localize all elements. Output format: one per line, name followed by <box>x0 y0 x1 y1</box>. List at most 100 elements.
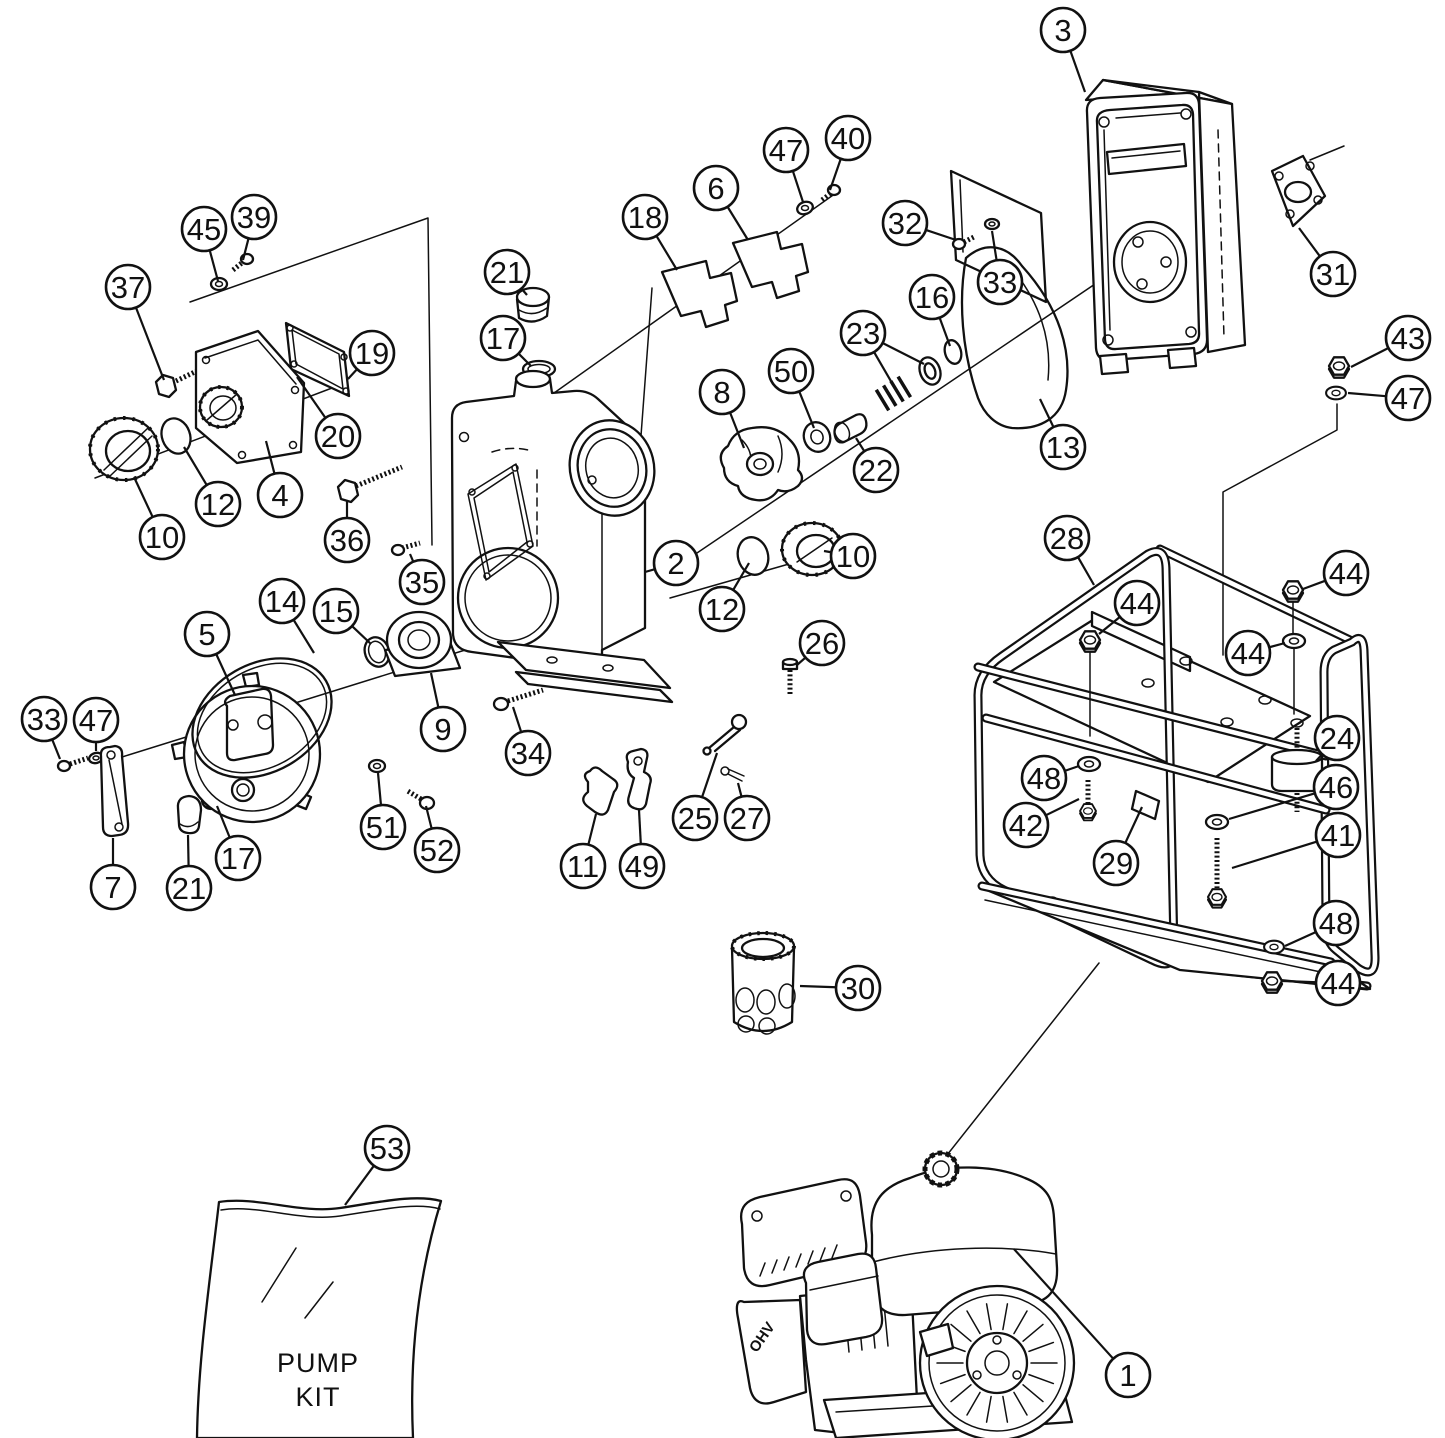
callout-22: 22 <box>852 437 900 494</box>
callout-leader-line <box>1350 346 1389 368</box>
callout-label: 11 <box>567 849 599 884</box>
callout-51: 51 <box>359 772 407 851</box>
callout-leader-line <box>828 158 842 191</box>
bolt-26 <box>781 657 799 696</box>
bearing-housing-9 <box>383 610 462 678</box>
callout-43: 43 <box>1350 314 1432 368</box>
callout-label: 2 <box>667 546 684 581</box>
muffler-cover <box>735 1298 808 1405</box>
pump-housing-2 <box>450 369 674 704</box>
callout-33: 33 <box>976 230 1024 306</box>
callout-leader-line <box>344 1165 375 1206</box>
callout-circle <box>1039 423 1087 471</box>
callout-leader-line <box>1284 931 1317 948</box>
callout-3: 3 <box>1039 6 1087 93</box>
callout-label: 20 <box>321 419 355 454</box>
washer-48-bottom <box>1263 939 1285 955</box>
callout-circle <box>413 826 461 874</box>
callout-10: 10 <box>133 476 186 561</box>
bracket-plate-4 <box>194 329 306 465</box>
callout-leader-line <box>1013 1248 1115 1360</box>
callout-12: 12 <box>183 446 242 528</box>
callout-36: 36 <box>323 501 371 564</box>
callout-circle <box>1313 714 1361 762</box>
callout-35: 35 <box>398 553 446 606</box>
callout-45: 45 <box>180 205 228 282</box>
callout-5: 5 <box>183 610 236 696</box>
callout-24: 24 <box>1313 714 1361 762</box>
callout-leader-line <box>925 228 957 242</box>
callout-circle <box>908 273 956 321</box>
callout-label: 4 <box>271 478 288 513</box>
callout-circle <box>1322 549 1370 597</box>
callout-25: 25 <box>671 752 719 842</box>
bag-label-line1: PUMP <box>277 1348 359 1378</box>
bracket-6 <box>731 230 810 300</box>
callout-circle <box>834 964 882 1012</box>
washer-50 <box>802 421 832 453</box>
washer-47-right <box>1325 385 1347 401</box>
recoil-fin-line <box>1022 1323 1044 1342</box>
callout-circle <box>852 446 900 494</box>
engine-1: OHV <box>735 1150 1076 1438</box>
callout-circle <box>881 199 929 247</box>
callout-label: 26 <box>805 626 839 661</box>
callout-circle <box>692 164 740 212</box>
callout-circle <box>256 471 304 519</box>
impeller-8 <box>719 426 804 502</box>
recoil-fin-line <box>1013 1391 1028 1416</box>
callout-leader-line <box>791 170 805 203</box>
callout-label: 10 <box>836 539 870 574</box>
callout-circle <box>618 842 666 890</box>
callout-label: 44 <box>1231 636 1265 671</box>
pump-kit-bag-53: PUMP KIT <box>195 1197 443 1438</box>
bag-label-line2: KIT <box>295 1382 340 1412</box>
callout-circle <box>363 1124 411 1172</box>
cap-21-top <box>515 286 551 323</box>
callout-label: 46 <box>1319 770 1353 805</box>
callout-leader-line <box>990 230 998 261</box>
callout-circle <box>698 368 746 416</box>
callout-leader-line <box>637 809 642 845</box>
callout-circle <box>479 314 527 362</box>
callout-circle <box>1113 579 1161 627</box>
callout-26: 26 <box>796 619 846 667</box>
callout-leader-line <box>296 376 327 419</box>
callout-leader-line <box>1124 806 1143 844</box>
gasket-19-20 <box>284 321 351 398</box>
washer-51 <box>367 758 387 774</box>
callout-label: 12 <box>201 487 235 522</box>
callout-label: 47 <box>769 133 803 168</box>
callout-leader-line <box>264 440 276 474</box>
callout-label: 47 <box>1391 381 1425 416</box>
callout-13: 13 <box>1039 398 1087 471</box>
callout-label: 44 <box>1120 586 1154 621</box>
callout-44: 44 <box>1098 579 1161 635</box>
callout-33: 33 <box>20 695 68 760</box>
callout-leader-line <box>1077 556 1095 586</box>
callout-leader-line <box>798 390 816 429</box>
callout-label: 29 <box>1099 846 1133 881</box>
recoil-fin-line <box>1028 1373 1055 1385</box>
callout-7: 7 <box>89 838 137 911</box>
callout-circle <box>214 834 262 882</box>
callout-label: 48 <box>1319 906 1353 941</box>
callout-14: 14 <box>258 577 315 654</box>
nut-44-bottom <box>1260 971 1284 994</box>
callout-leader-line <box>183 446 208 486</box>
callout-17: 17 <box>214 805 262 882</box>
callout-label: 49 <box>625 849 659 884</box>
callout-label: 17 <box>221 841 255 876</box>
callout-leader-line <box>701 752 719 798</box>
port-cap-10-left <box>88 416 160 482</box>
callout-label: 51 <box>366 810 400 845</box>
callout-47: 47 <box>1347 374 1432 422</box>
callout-leader-line <box>726 206 749 241</box>
callout-circle <box>652 539 700 587</box>
callout-48: 48 <box>1284 899 1360 948</box>
callout-leader-line <box>1231 840 1318 870</box>
callout-label: 23 <box>846 316 880 351</box>
callout-label: 17 <box>486 321 520 356</box>
callout-leader-line <box>882 341 925 365</box>
callout-label: 44 <box>1321 966 1355 1001</box>
